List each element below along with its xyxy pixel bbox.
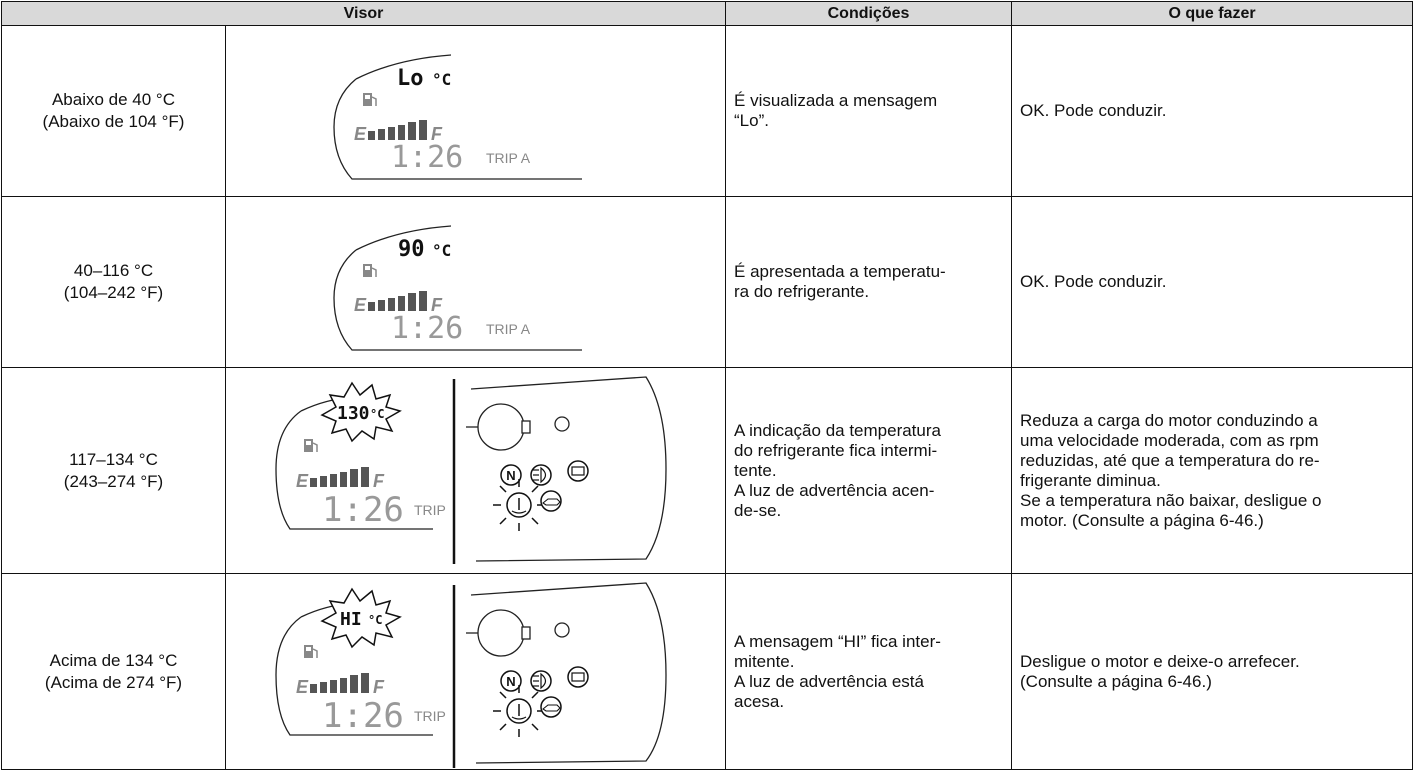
lcd-temperature-readout: Lo	[397, 66, 424, 91]
lcd-temperature-readout: 130	[337, 403, 370, 424]
lcd-display: Lo °C E F 1:26 TRIP A	[333, 54, 582, 180]
table-row: 117–134 °C (243–274 °F) 130 °C	[1, 367, 1413, 574]
coolant-temperature-warning-icon	[493, 685, 545, 737]
coolant-temperature-warning-icon	[493, 479, 545, 531]
high-beam-icon	[530, 464, 552, 486]
engine-warning-icon	[567, 460, 589, 482]
fuel-pump-icon	[363, 93, 377, 106]
table-row: Acima de 134 °C (Acima de 274 °F) HI °C	[1, 573, 1413, 770]
header-o-que-fazer: O que fazer	[1011, 1, 1413, 26]
lcd-display: HI °C E F 1:26 TRIP	[275, 582, 667, 768]
lcd-display-cell: 90 °C E F 1:26 TRIP A	[224, 196, 727, 368]
fuel-pump-icon	[304, 439, 318, 452]
lcd-temperature-readout: 90	[398, 237, 425, 262]
oil-pressure-icon	[540, 696, 562, 718]
action-cell: OK. Pode conduzir.	[1011, 25, 1413, 197]
neutral-indicator-icon: N	[500, 670, 522, 692]
conditions-cell: A indicação da temperatura do refrigeran…	[725, 367, 1013, 574]
lcd-clock: 1:26	[391, 311, 463, 346]
lcd-clock: 1:26	[322, 696, 404, 736]
oil-pressure-icon	[540, 490, 562, 512]
fuel-level-bar	[310, 673, 369, 693]
temperature-range: 117–134 °C (243–274 °F)	[1, 367, 226, 574]
lcd-temperature-unit: °C	[368, 613, 382, 627]
engine-warning-icon	[567, 666, 589, 688]
header-condicoes: Condições	[725, 1, 1013, 26]
fuel-empty-label: E	[296, 677, 309, 697]
conditions-cell: É apresentada a temperatu- ra do refrige…	[725, 196, 1013, 368]
fuel-level-bar	[368, 120, 427, 140]
conditions-cell: A mensagem “HI” fica inter- mitente. A l…	[725, 573, 1013, 770]
temperature-range: Abaixo de 40 °C (Abaixo de 104 °F)	[1, 25, 226, 197]
tachometer-pivot	[466, 609, 531, 657]
action-cell: Reduza a carga do motor conduzindo a uma…	[1011, 367, 1413, 574]
header-visor: Visor	[0, 1, 727, 26]
table-row: Abaixo de 40 °C (Abaixo de 104 °F) Lo °C…	[1, 25, 1413, 197]
fuel-full-label: F	[373, 677, 385, 697]
fuel-level-bar	[368, 291, 427, 311]
fuel-full-label: F	[373, 471, 385, 491]
lcd-temperature-unit: °C	[432, 70, 451, 89]
lcd-display-cell: 130 °C E F 1:26 TRIP	[224, 367, 727, 574]
lcd-display-cell: Lo °C E F 1:26 TRIP A	[224, 25, 727, 197]
indicator-lamp	[554, 622, 570, 638]
table-row: 40–116 °C (104–242 °F) 90 °C E	[1, 196, 1413, 368]
neutral-indicator-icon: N	[500, 464, 522, 486]
lcd-display: 90 °C E F 1:26 TRIP A	[333, 225, 582, 351]
fuel-full-label: F	[431, 295, 443, 315]
temperature-range: Acima de 134 °C (Acima de 274 °F)	[1, 573, 226, 770]
flashing-burst-outline	[320, 587, 402, 649]
lcd-clock: 1:26	[322, 490, 404, 530]
trip-label: TRIP A	[486, 150, 531, 166]
high-beam-icon	[530, 670, 552, 692]
conditions-cell: É visualizada a mensagem “Lo”.	[725, 25, 1013, 197]
fuel-empty-label: E	[354, 124, 367, 144]
fuel-empty-label: E	[354, 295, 367, 315]
tachometer-pivot	[466, 403, 531, 451]
action-cell: OK. Pode conduzir.	[1011, 196, 1413, 368]
trip-label: TRIP A	[486, 321, 531, 337]
fuel-empty-label: E	[296, 471, 309, 491]
fuel-pump-icon	[304, 645, 318, 658]
trip-label: TRIP	[414, 502, 446, 518]
fuel-level-bar	[310, 467, 369, 487]
lcd-display: 130 °C E F 1:26 TRIP	[275, 376, 667, 564]
flashing-burst-outline	[320, 381, 402, 443]
lcd-temperature-readout: HI	[340, 609, 362, 630]
lcd-display-cell: HI °C E F 1:26 TRIP	[224, 573, 727, 770]
indicator-lamp	[554, 416, 570, 432]
temperature-range: 40–116 °C (104–242 °F)	[1, 196, 226, 368]
lcd-clock: 1:26	[391, 140, 463, 175]
fuel-pump-icon	[363, 264, 377, 277]
svg-text:N: N	[506, 468, 515, 483]
trip-label: TRIP	[414, 708, 446, 724]
fuel-full-label: F	[431, 124, 443, 144]
lcd-temperature-unit: °C	[370, 407, 384, 421]
svg-text:N: N	[506, 674, 515, 689]
lcd-temperature-unit: °C	[432, 241, 451, 260]
header-row: Visor Condições O que fazer	[0, 1, 1413, 26]
action-cell: Desligue o motor e deixe-o arrefecer. (C…	[1011, 573, 1413, 770]
